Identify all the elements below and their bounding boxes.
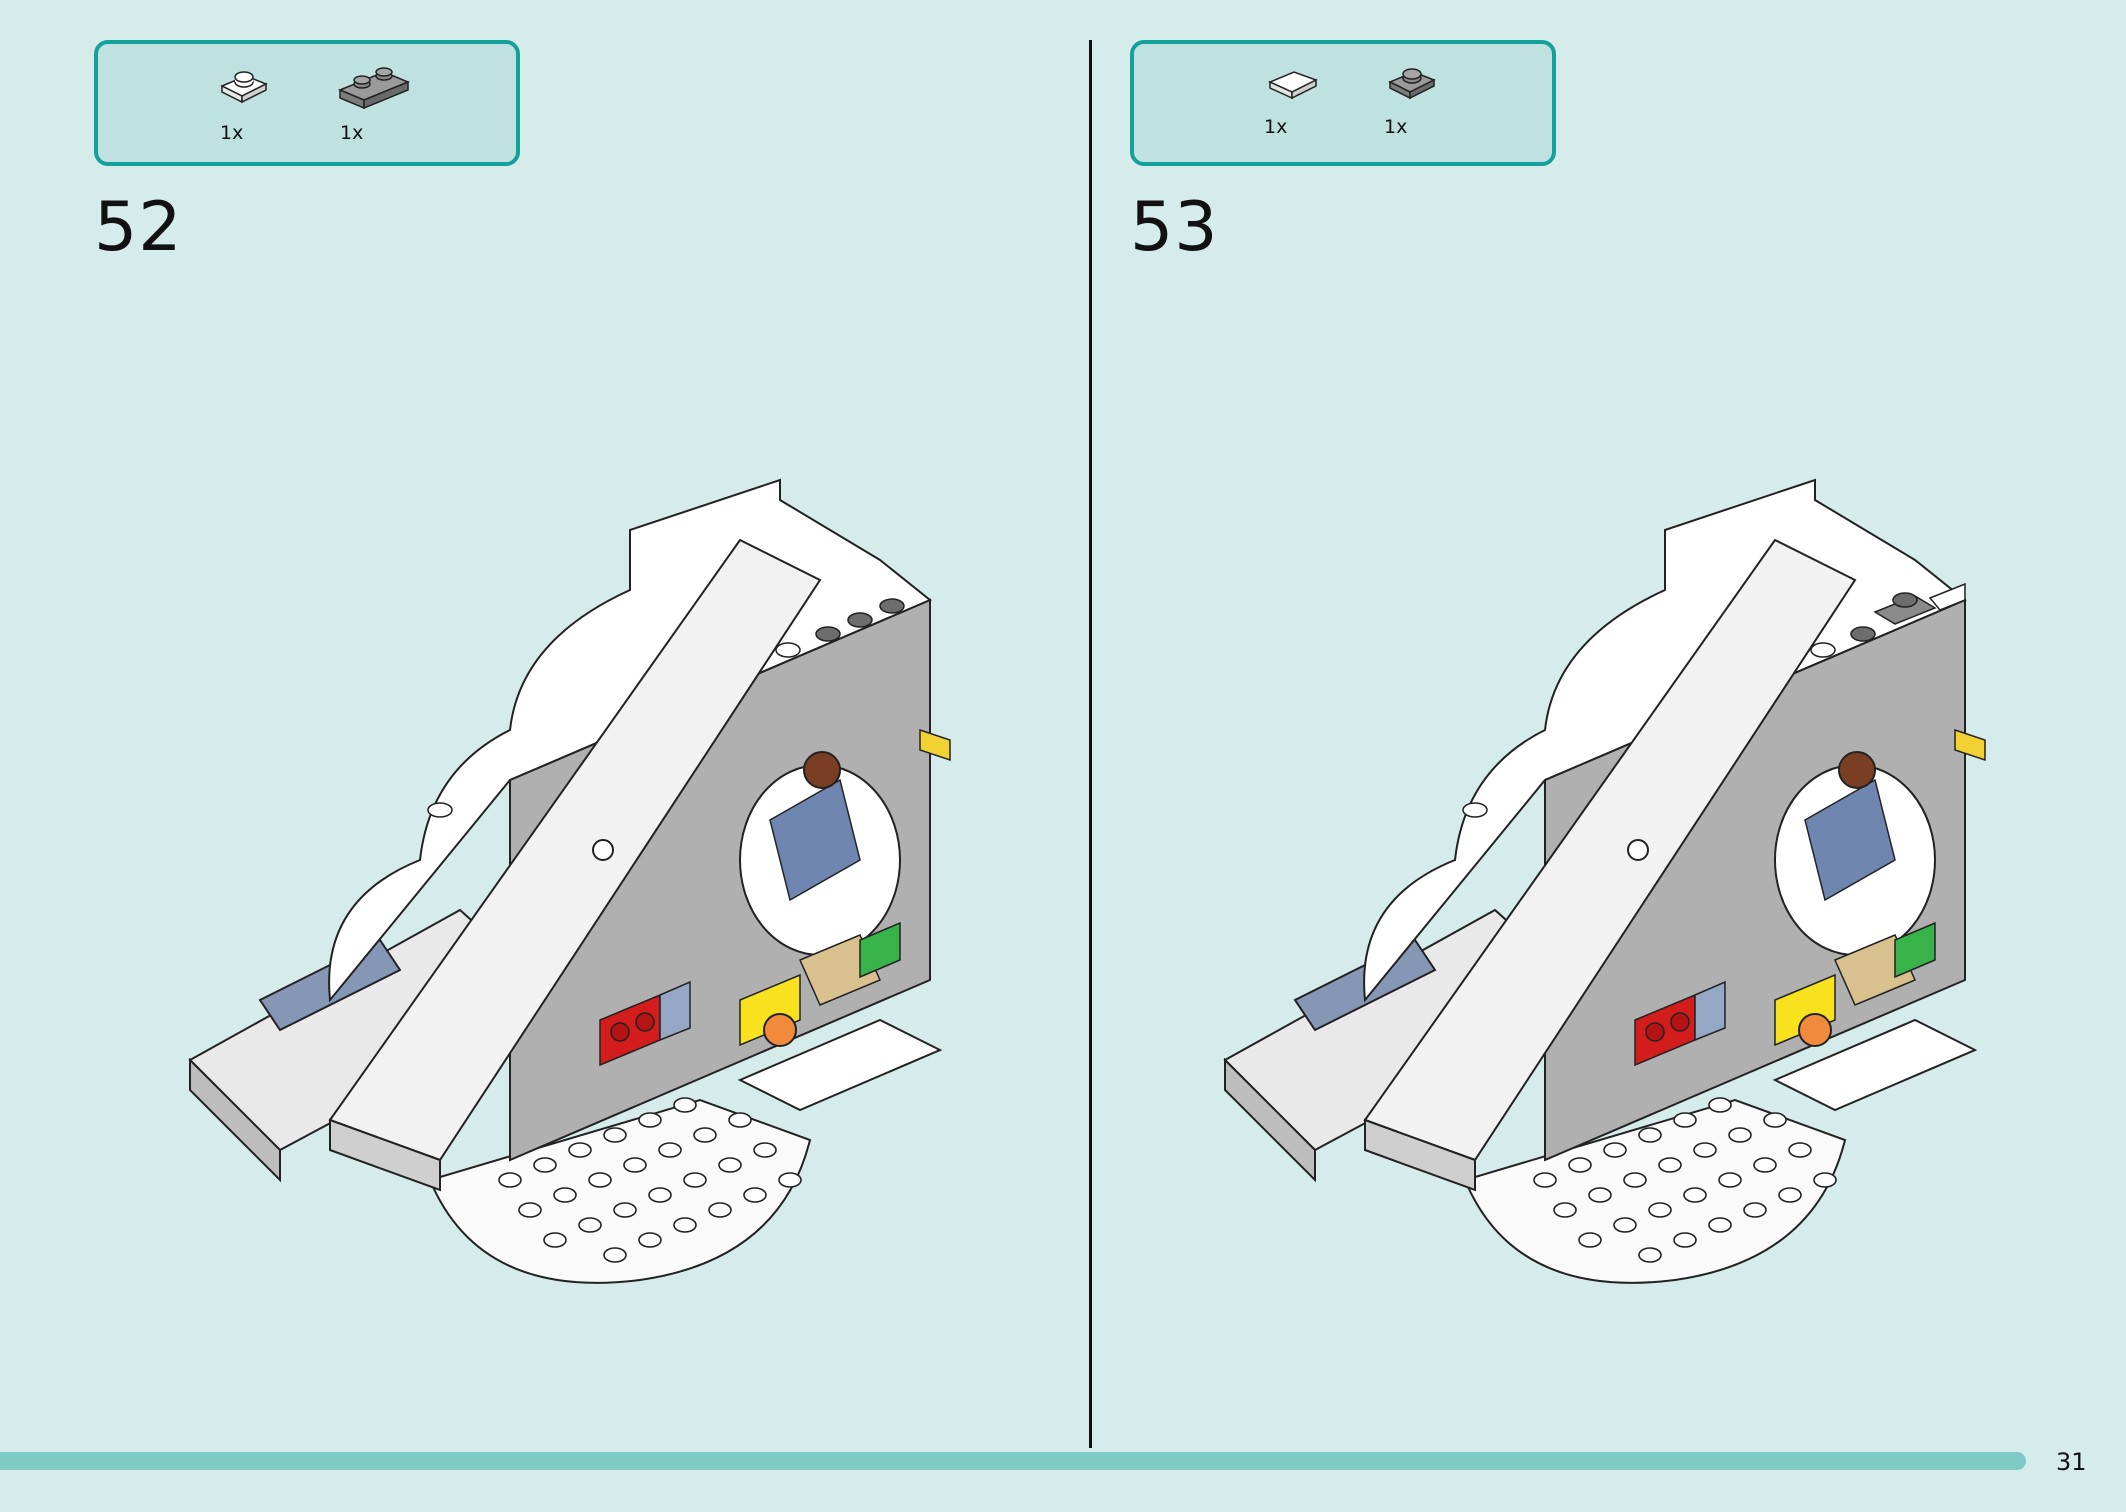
footer-bar <box>0 1452 2026 1470</box>
round-plate-1x1-white-icon <box>216 68 296 158</box>
parts-callout-step-53: 1x 1x <box>1130 40 1556 166</box>
parts-callout-step-52: 1x 1x <box>94 40 520 166</box>
part-qty: 1x <box>1384 116 1408 138</box>
step-divider <box>1089 40 1092 1448</box>
build-model-illustration <box>1215 440 2005 1300</box>
step-number: 52 <box>94 188 183 267</box>
part-qty: 1x <box>340 122 364 144</box>
step-number: 53 <box>1130 188 1219 267</box>
part-qty: 1x <box>1264 116 1288 138</box>
tile-1x1-white-icon <box>1264 66 1344 156</box>
page-number: 31 <box>2056 1448 2087 1476</box>
plate-1x2-dark-gray-icon <box>336 66 416 156</box>
build-model-illustration <box>180 440 970 1300</box>
part-qty: 1x <box>220 122 244 144</box>
plate-1x1-dark-gray-icon <box>1384 64 1464 154</box>
